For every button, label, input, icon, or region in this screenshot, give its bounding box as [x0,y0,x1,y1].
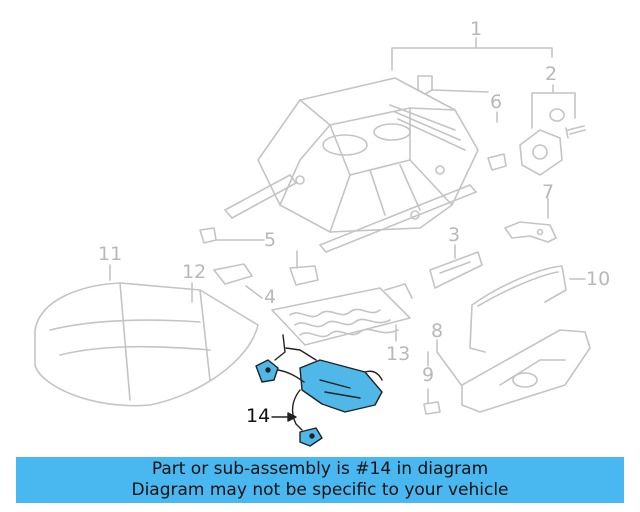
callout-11: 11 [98,243,123,265]
callout-10: 10 [586,268,611,290]
callout-9: 9 [422,364,435,386]
wire-harness-14 [255,334,383,447]
callout-7: 7 [542,181,555,203]
cover-12 [213,263,253,285]
side-shield-8 [461,329,591,413]
callout-1: 1 [470,18,483,40]
banner-part-text: Part or sub-assembly is #14 in diagram [151,459,489,479]
banner-disclaimer-text: Diagram may not be specific to your vehi… [131,480,509,500]
callout-12: 12 [182,261,207,283]
callout-14: 14 [246,405,271,427]
callout-13: 13 [386,343,411,365]
callout-8: 8 [431,320,444,342]
info-banner: Part or sub-assembly is #14 in diagram D… [16,457,624,503]
callout-2: 2 [545,63,558,85]
callout-6: 6 [490,91,503,113]
bracket-7 [504,221,557,243]
seat-frame-assembly [224,77,479,253]
bracket-and-bolt [519,108,586,176]
trim-panel-3 [429,251,483,289]
heater-mat-13 [271,283,413,346]
seat-cushion-11 [34,282,259,407]
leader-lines [109,37,586,404]
callout-5: 5 [264,229,277,251]
callout-4: 4 [264,286,277,308]
clip-9 [423,401,441,415]
wire-frame-10 [469,265,567,353]
clip-6 [417,75,507,171]
callout-3: 3 [448,224,461,246]
clip-5 [199,227,319,286]
